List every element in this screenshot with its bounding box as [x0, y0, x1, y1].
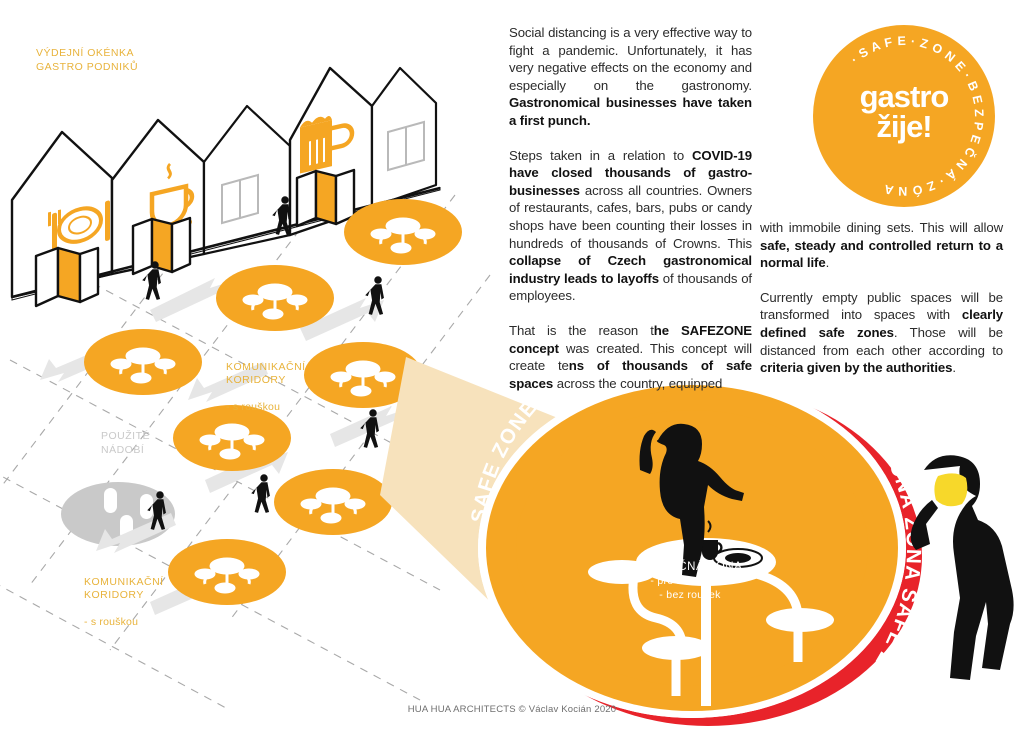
emphasis-text: COVID-19 have closed thousands of gastro… — [509, 147, 752, 198]
plate-cutlery-icon — [48, 200, 110, 254]
safe-zone-ellipse — [274, 469, 392, 535]
serving-window — [131, 216, 192, 276]
emphasis-text: he SAFEZONE concept — [509, 322, 752, 356]
label-koridory-main-2: KOMUNIKAČNÍ KORIDORY — [84, 575, 164, 602]
text-column-left: Social distancing is a very effective wa… — [509, 24, 752, 392]
serving-window — [295, 168, 356, 228]
footer-credit: HUA HUA ARCHITECTS © Václav Kocián 2020 — [407, 704, 617, 715]
emphasis-text: safe, steady and controlled return to a … — [760, 237, 1003, 271]
emphasis-text: Gastronomical businesses have taken a fi… — [509, 95, 752, 128]
label-pouzite-nadobi: POUŽITÉ NÁDOBÍ — [101, 430, 151, 456]
beer-mug-icon — [300, 116, 355, 174]
body-text: across all countries. Owners of restaura… — [509, 182, 752, 251]
safe-zone-ellipse — [344, 199, 462, 265]
label-koridory-sub-1: - s rouškou — [226, 401, 281, 413]
serving-window — [34, 246, 100, 308]
zone-caption-heading: BEZPEČNÁ ZÓNA — [637, 561, 743, 573]
body-text: was created. This concept will create te — [509, 340, 752, 374]
body-text: That is the reason t — [509, 322, 654, 338]
safe-zone-ellipse — [173, 405, 291, 471]
gastro-zije-logo[interactable]: · S A F E · Z O N E · B E Z P E Č N Á · … — [813, 25, 995, 207]
logo-ring-text: · S A F E · Z O N E · B E Z P E Č N Á · … — [848, 34, 985, 199]
safe-zone-ellipse-group — [84, 199, 462, 605]
emphasis-text: ns of thousands of safe spaces — [509, 358, 752, 391]
safe-zone-caption: BEZPEČNÁ ZÓNA - pro konzumaci - bez rouš… — [600, 560, 780, 602]
body-text: . — [825, 255, 830, 271]
text-column-right: with immobile dining sets. This will all… — [760, 219, 1003, 377]
body-text: of thousands of employees. — [509, 270, 752, 304]
face-mask-icon — [934, 473, 968, 507]
pedestrian-silhouettes — [142, 196, 384, 530]
body-text: Steps taken in a relation to — [509, 147, 692, 163]
safe-zone-ellipse — [168, 539, 286, 605]
body-text: . — [952, 360, 956, 376]
label-komunikacni-koridory-1: KOMUNIKAČNÍ KORIDORY - s rouškou — [226, 347, 306, 428]
isometric-street-scene — [0, 66, 491, 710]
window-icon — [387, 120, 425, 172]
paragraph: Currently empty public spaces will be tr… — [760, 289, 1003, 377]
body-text: with immobile dining sets. This will all… — [760, 220, 1003, 235]
seated-woman-silhouette — [639, 423, 744, 577]
logo-word-line-1: gastro — [859, 79, 950, 114]
emphasis-text: clearly defined safe zones — [760, 307, 1003, 340]
window-icon — [221, 173, 259, 225]
body-text: Social distancing is a very effective wa… — [509, 25, 752, 93]
paragraph: with immobile dining sets. This will all… — [760, 219, 1003, 272]
safe-zone-ellipse — [304, 342, 422, 408]
safe-zone-ellipse — [216, 265, 334, 331]
zone-caption-line-2: - bez roušek — [659, 589, 721, 601]
dining-set-with-person — [588, 423, 834, 706]
label-komunikacni-koridory-2: KOMUNIKAČNÍ KORIDORY - s rouškou — [84, 562, 164, 643]
label-koridory-sub-2: - s rouškou — [84, 616, 139, 628]
body-text: Currently empty public spaces will be tr… — [760, 289, 1003, 323]
logo-word-line-2: žije! — [876, 109, 932, 144]
big-safe-zone-circle: SAFE ZONE BEZPEČNÁ ZÓNA SAFE ZONE BEZPEČ… — [467, 370, 925, 730]
paragraph: Social distancing is a very effective wa… — [509, 24, 752, 130]
logo-wordmark: gastro žije! — [813, 79, 995, 144]
body-text: across the country, equipped — [553, 375, 723, 391]
body-text: . Those will be distanced from each othe… — [760, 324, 1003, 358]
safe-zone-ellipse — [84, 329, 202, 395]
zone-caption-line-1: - pro konzumaci — [650, 575, 730, 587]
label-koridory-main-1: KOMUNIKAČNÍ KORIDORY — [226, 360, 306, 387]
paragraph: Steps taken in a relation to COVID-19 ha… — [509, 147, 752, 305]
label-vydejni-okenka: VÝDEJNÍ OKÉNKA GASTRO PODNIKŮ — [36, 47, 139, 73]
logo-disc — [813, 25, 995, 207]
paragraph: That is the reason the SAFEZONE concept … — [509, 322, 752, 392]
emphasis-text: criteria given by the authorities — [760, 360, 953, 376]
emphasis-text: collapse of Czech gastronomical industry… — [509, 253, 752, 286]
masked-man-silhouette — [910, 455, 1014, 680]
